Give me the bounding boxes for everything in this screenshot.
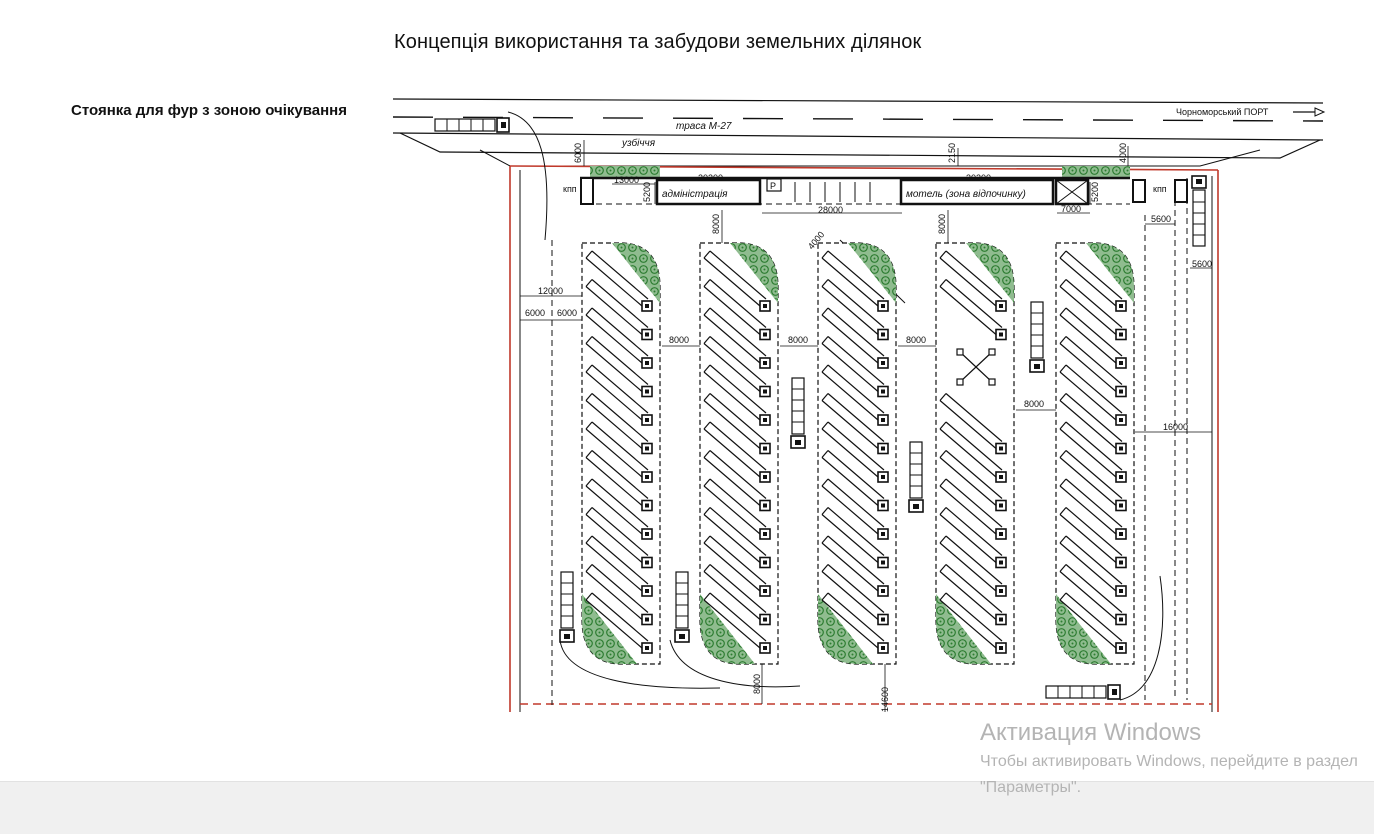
dim-28000: 28000 [818,205,843,215]
truck-exit-mid [674,571,690,643]
checkpoint-right-label: кпп [1153,184,1167,194]
dim-8000-vert-2: 8000 [937,214,947,234]
dim-20200: 20200 [698,173,723,183]
greenery-patch [1056,594,1111,664]
parking-island-1 [581,242,661,665]
dim-6000-b: 6000 [557,308,577,318]
truck-on-highway [434,117,510,133]
dim-8000-a: 8000 [669,335,689,345]
checkpoint-left-booth [580,177,594,205]
truck-exit-left [559,571,575,643]
dim-5600-a: 5600 [1151,214,1171,224]
dim-8000-c: 8000 [906,335,926,345]
checkpoint-right-booth-a [1132,179,1146,203]
page-title: Концепція використання та забудови земел… [394,31,922,53]
greenery-patch [700,594,755,664]
motel-label: мотель (зона відпочинку) [906,189,1026,200]
activation-watermark-line2: "Параметры". [980,779,1082,796]
parking-island-3 [817,242,897,665]
port-label: Чорноморський ПОРТ [1176,107,1269,117]
greenery-patch [582,594,637,664]
dim-16000: 16000 [1163,422,1188,432]
dim-12000: 12000 [538,286,563,296]
greenery-patch [612,243,660,303]
greenery-patch [1086,243,1134,303]
dim-4000-top: 4000 [1118,143,1128,163]
taskbar-area [0,781,1374,834]
dim-8000-vert-1: 8000 [711,214,721,234]
administration-building [655,178,762,206]
highway [392,98,1324,167]
greenery-patch [818,594,873,664]
truck-entry-right [1191,175,1207,247]
plan-subtitle: Стоянка для фур з зоною очікування [71,102,347,119]
activation-watermark-title: Активация Windows [980,719,1202,746]
greenery-patch [730,243,778,303]
port-arrow-icon [1293,107,1326,117]
dim-2150: 2150 [947,143,957,163]
dim-7000: 7000 [1061,204,1081,214]
greenery-patch [966,243,1014,303]
dim-8000-d: 8000 [1024,399,1044,409]
truck-bottom-right [1045,684,1121,700]
dim-6000-a: 6000 [525,308,545,318]
dim-8000-bottom: 8000 [752,674,762,694]
parking-island-2 [699,242,779,665]
truck-aisle-2 [908,441,924,513]
administration-label: адміністрація [662,189,728,200]
greenery-patch [848,243,896,303]
site-plan-drawing: траса М-27 узбіччя Чорноморський ПОРТ кп… [392,98,1326,712]
parking-island-5 [1055,242,1135,665]
parking-islands [581,242,1135,665]
checkpoint-right-booth-b [1174,179,1188,203]
dim-30200: 30200 [966,173,991,183]
dim-5200-right: 5200 [1090,182,1100,202]
checkpoint-left-label: кпп [563,184,577,194]
dim-5200-left: 5200 [642,182,652,202]
parking-stalls [794,182,871,202]
road-label: траса М-27 [676,121,732,132]
service-area-x-icon [956,348,996,386]
dim-5600-b: 5600 [1192,259,1212,269]
parking-sign-text: P [770,181,776,191]
shoulder-label: узбіччя [621,137,656,149]
parking-island-4 [935,242,1015,665]
dim-14600: 14600 [880,687,890,712]
activation-watermark-line1: Чтобы активировать Windows, перейдите в … [980,753,1358,770]
greenery-patch [936,594,991,664]
truck-aisle-3 [1029,301,1045,373]
parking-sign-icon [766,178,782,192]
dim-8000-b: 8000 [788,335,808,345]
truck-aisle-1 [790,377,806,449]
dim-6000-top: 6000 [573,143,583,163]
dim-13000: 13000 [614,175,639,185]
motel-building [899,178,1055,206]
motel-annex [1054,178,1090,206]
